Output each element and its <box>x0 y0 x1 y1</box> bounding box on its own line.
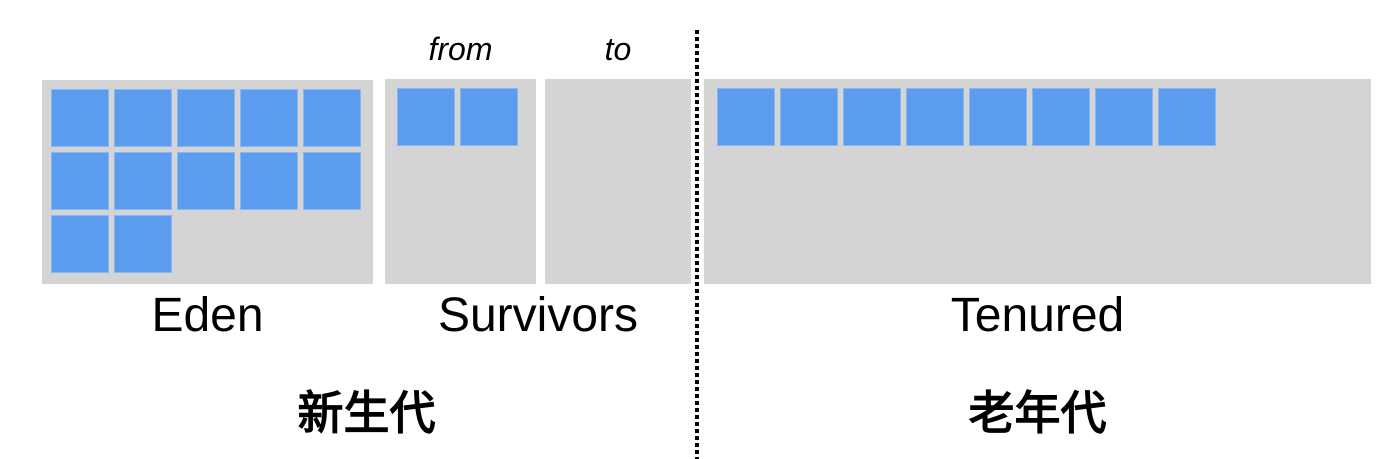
object-block <box>114 152 172 210</box>
object-block <box>240 152 298 210</box>
object-block <box>303 89 361 147</box>
eden-region <box>42 80 373 284</box>
tenured-label: Tenured <box>950 289 1125 342</box>
survivor-from-label: from <box>428 31 493 67</box>
young-generation-label: 新生代 <box>297 387 436 439</box>
object-block <box>397 88 455 146</box>
object-block <box>1032 88 1090 146</box>
object-block <box>177 89 235 147</box>
generation-divider-dotted-line <box>695 30 699 459</box>
object-block <box>303 152 361 210</box>
object-block <box>114 89 172 147</box>
object-block <box>969 88 1027 146</box>
tenured-region <box>704 79 1371 284</box>
object-block <box>114 215 172 273</box>
object-block <box>1158 88 1216 146</box>
object-block <box>717 88 775 146</box>
object-block <box>51 152 109 210</box>
object-block <box>460 88 518 146</box>
object-block <box>51 89 109 147</box>
survivor-from-region <box>385 79 536 284</box>
survivors-label: Survivors <box>437 289 639 342</box>
survivor-to-label: to <box>604 31 632 67</box>
object-block <box>780 88 838 146</box>
old-generation-label: 老年代 <box>968 387 1107 439</box>
object-block <box>177 152 235 210</box>
object-block <box>1095 88 1153 146</box>
object-block <box>240 89 298 147</box>
object-block <box>51 215 109 273</box>
eden-label: Eden <box>151 289 264 342</box>
object-block <box>843 88 901 146</box>
survivor-to-region <box>545 79 691 284</box>
object-block <box>906 88 964 146</box>
